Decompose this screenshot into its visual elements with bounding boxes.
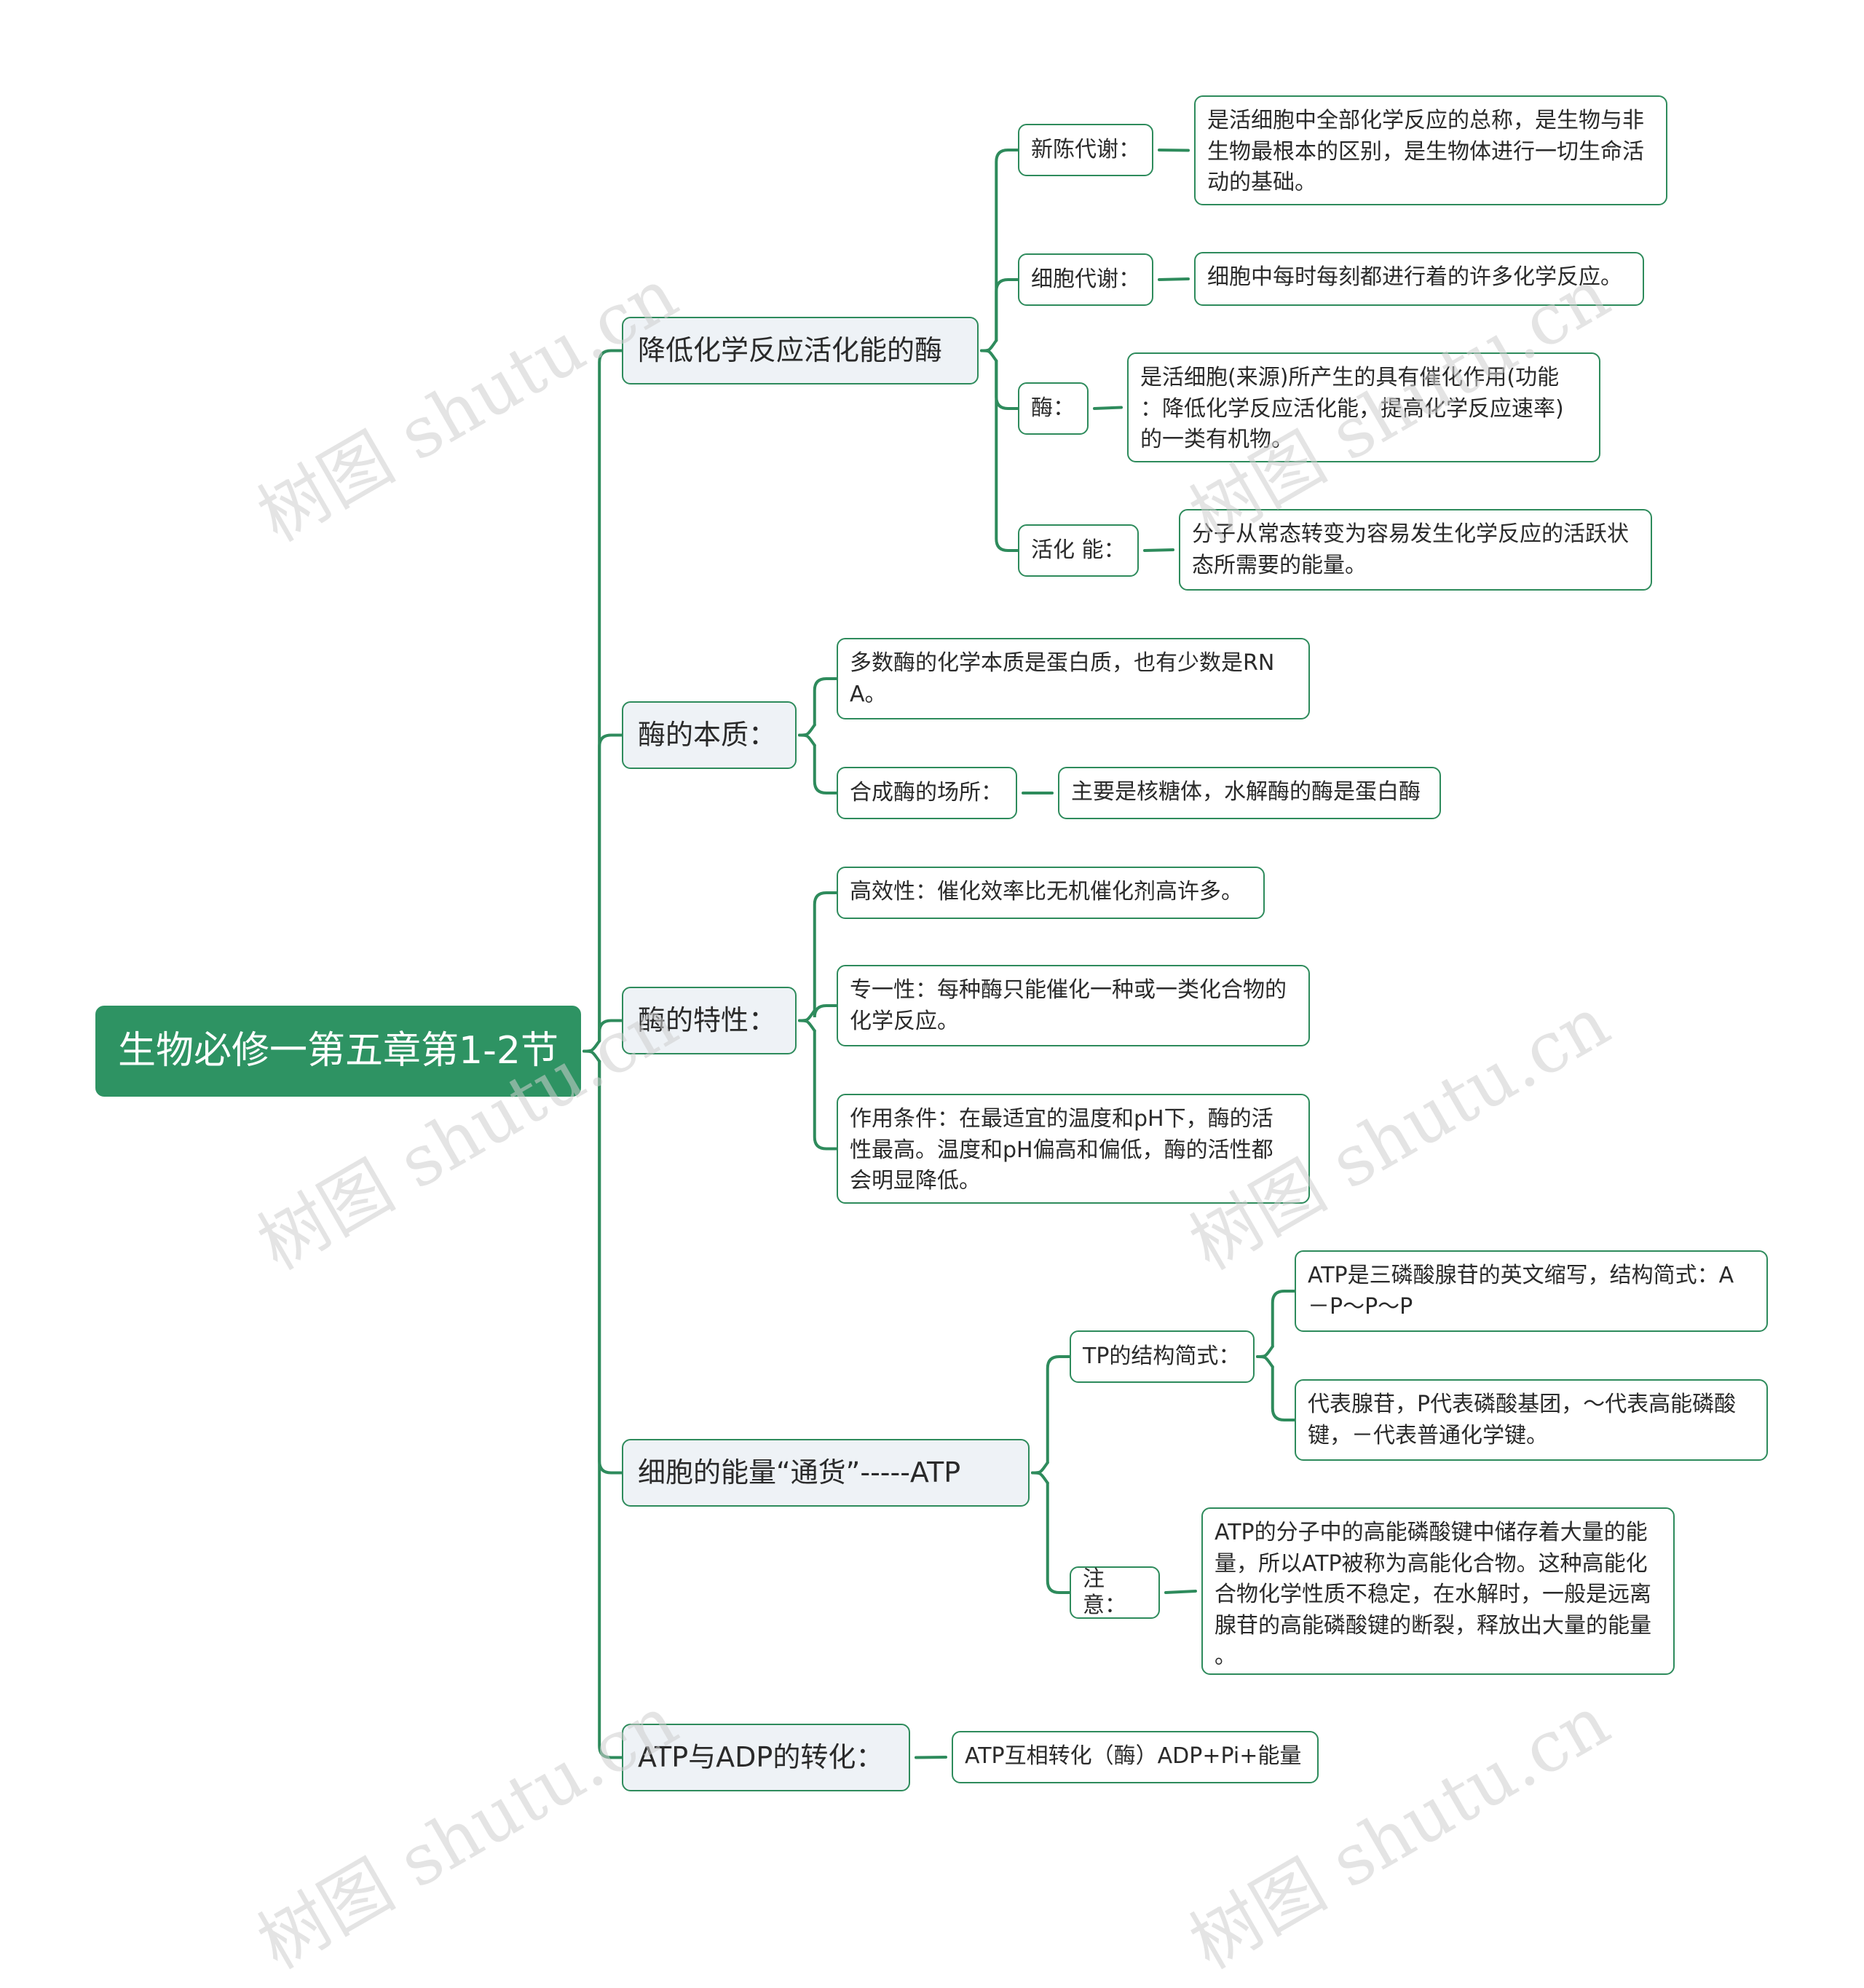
mind-map-canvas: 生物必修一第五章第1-2节 降低化学反应活化能的酶 新陈代谢： 是活细胞中全部化…	[95, 95, 1768, 1984]
branch-connector	[798, 1009, 816, 1022]
branch-connector	[1271, 1290, 1296, 1348]
note-atp-adp-equation[interactable]: ATP互相转化（酶）ADP+Pi+能量	[952, 1731, 1319, 1783]
root-connector	[582, 1049, 601, 1063]
root-connector	[598, 733, 623, 1043]
branch-topic-atp-adp-conversion[interactable]: ATP与ADP的转化：	[622, 1724, 910, 1791]
note-specificity[interactable]: 专一性：每种酶只能催化一种或一类化合物的 化学反应。	[837, 965, 1310, 1046]
leaf-connector	[915, 1756, 947, 1759]
note-cell-metabolism-definition[interactable]: 细胞中每时每刻都进行着的许多化学反应。	[1194, 252, 1644, 306]
note-ribosome-site[interactable]: 主要是核糖体，水解酶的酶是蛋白酶	[1058, 767, 1441, 819]
note-atp-abbreviation[interactable]: ATP是三磷酸腺苷的英文缩写，结构简式：A －P～P～P	[1295, 1250, 1768, 1332]
branch-topic-enzyme-nature[interactable]: 酶的本质：	[622, 701, 797, 769]
branch-connector	[995, 278, 1019, 342]
branch-connector	[1046, 1481, 1071, 1594]
note-high-energy-bond[interactable]: ATP的分子中的高能磷酸键中储存着大量的能 量，所以ATP被称为高能化合物。这种…	[1201, 1507, 1675, 1675]
branch-connector	[813, 891, 838, 1012]
subtopic-enzyme-synthesis-site[interactable]: 合成酶的场所：	[837, 767, 1017, 819]
branch-connector	[813, 1004, 838, 1018]
root-topic[interactable]: 生物必修一第五章第1-2节	[95, 1006, 581, 1097]
note-high-efficiency[interactable]: 高效性：催化效率比无机催化剂高许多。	[837, 867, 1265, 919]
root-connector	[598, 1060, 623, 1475]
subtopic-atp-structure-formula[interactable]: TP的结构简式：	[1070, 1330, 1255, 1383]
subtopic-metabolism[interactable]: 新陈代谢：	[1018, 124, 1153, 176]
branch-connector	[813, 743, 838, 794]
leaf-connector	[1158, 149, 1190, 152]
subtopic-enzyme[interactable]: 酶：	[1018, 382, 1089, 435]
branch-connector	[1046, 1355, 1071, 1464]
subtopic-cell-metabolism[interactable]: 细胞代谢：	[1018, 253, 1153, 306]
branch-connector	[1031, 1461, 1049, 1475]
connector-lines	[582, 149, 1296, 1759]
note-enzyme-definition[interactable]: 是活细胞(来源)所产生的具有催化作用(功能 ：降低化学反应活化能，提高化学反应速…	[1127, 352, 1600, 462]
branch-connector	[798, 733, 816, 747]
branch-connector	[813, 677, 838, 727]
branch-connector	[798, 1019, 816, 1033]
subtopic-activation-energy[interactable]: 活化 能：	[1018, 524, 1139, 577]
note-enzyme-chemical-nature[interactable]: 多数酶的化学本质是蛋白质，也有少数是RN A。	[837, 638, 1310, 719]
root-connector	[582, 1039, 601, 1053]
branch-connector	[813, 1029, 838, 1151]
branch-connector	[1256, 1355, 1274, 1368]
branch-connector	[995, 359, 1019, 410]
note-activation-energy-definition[interactable]: 分子从常态转变为容易发生化学反应的活跃状 态所需要的能量。	[1179, 509, 1652, 591]
branch-connector	[798, 723, 816, 737]
branch-connector	[1271, 1365, 1296, 1421]
note-working-conditions[interactable]: 作用条件：在最适宜的温度和pH下，酶的活 性最高。温度和pH偏高和偏低，酶的活性…	[837, 1094, 1310, 1204]
subtopic-atp-note[interactable]: 注意：	[1070, 1566, 1160, 1619]
leaf-connector	[1093, 406, 1123, 410]
note-atp-symbol-meaning[interactable]: 代表腺苷，P代表磷酸基团，～代表高能磷酸 键，－代表普通化学键。	[1295, 1379, 1768, 1461]
root-connector	[598, 349, 623, 1043]
root-connector	[598, 1060, 623, 1759]
leaf-connector	[1164, 1590, 1197, 1594]
branch-connector	[1031, 1471, 1049, 1485]
leaf-connector	[1158, 277, 1190, 281]
note-metabolism-definition[interactable]: 是活细胞中全部化学反应的总称，是生物与非 生物最根本的区别，是生物体进行一切生命…	[1194, 95, 1667, 205]
branch-connector	[995, 149, 1019, 342]
leaf-connector	[1143, 548, 1174, 552]
branch-connector	[995, 359, 1019, 552]
branch-topic-enzyme-activation-energy[interactable]: 降低化学反应活化能的酶	[622, 317, 979, 384]
branch-topic-atp-energy-currency[interactable]: 细胞的能量“通货”-----ATP	[622, 1439, 1030, 1507]
branch-connector	[980, 349, 998, 363]
root-connector	[598, 1019, 623, 1043]
branch-topic-enzyme-properties[interactable]: 酶的特性：	[622, 987, 797, 1054]
branch-connector	[980, 339, 998, 352]
branch-connector	[1256, 1345, 1274, 1358]
